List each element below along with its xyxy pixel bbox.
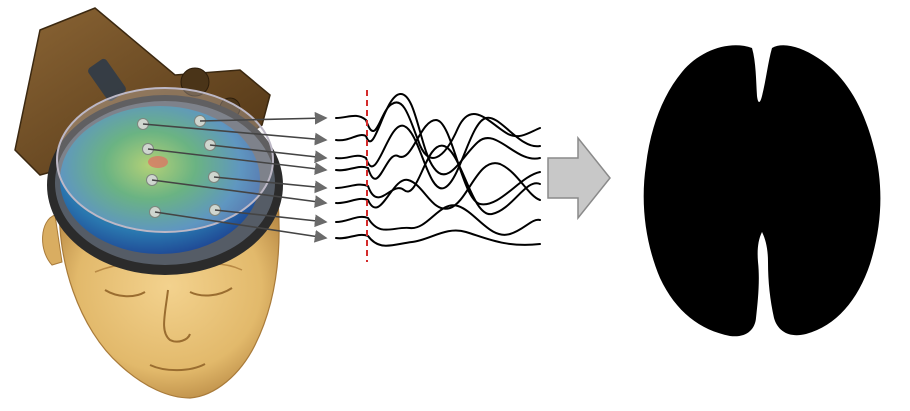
head-illustration <box>15 8 283 398</box>
brain-mask-panel <box>619 3 910 401</box>
process-arrow <box>548 138 610 218</box>
